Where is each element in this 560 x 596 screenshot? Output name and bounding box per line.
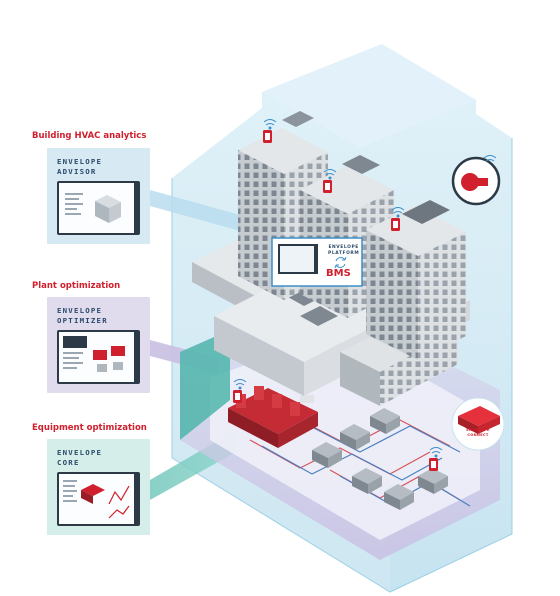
- device-icon: [233, 130, 438, 471]
- tablet-screen: [57, 330, 140, 384]
- plant-equipment: [228, 386, 318, 448]
- card-title: ENVELOPE ADVISOR: [57, 157, 103, 176]
- bms-panel: [271, 237, 363, 287]
- tablet-screen: [57, 181, 140, 235]
- chiller-icon: [451, 155, 501, 206]
- card-envelope-advisor[interactable]: ENVELOPE ADVISOR: [47, 148, 150, 244]
- card-title: ENVELOPE OPTIMIZER: [57, 306, 108, 325]
- pumps: [312, 408, 448, 510]
- heading-hvac-analytics: Building HVAC analytics: [32, 131, 147, 141]
- wifi-icon: [233, 119, 443, 458]
- tower-right: [366, 200, 466, 360]
- card-title: ENVELOPE CORE: [57, 448, 103, 467]
- platform-label: ENVELOPE PLATFORM: [328, 245, 360, 256]
- tablet-screen: [57, 472, 140, 526]
- card-envelope-core[interactable]: ENVELOPE CORE: [47, 439, 150, 535]
- heading-equipment-optimization: Equipment optimization: [32, 423, 147, 433]
- heading-plant-optimization: Plant optimization: [32, 281, 121, 291]
- sync-icon: [334, 256, 347, 269]
- card-envelope-optimizer[interactable]: ENVELOPE OPTIMIZER: [47, 297, 150, 393]
- envelope-connect-device: [451, 397, 505, 451]
- bms-label: BMS: [326, 268, 351, 279]
- connect-label: ENVELOPE CONNECT: [466, 428, 490, 437]
